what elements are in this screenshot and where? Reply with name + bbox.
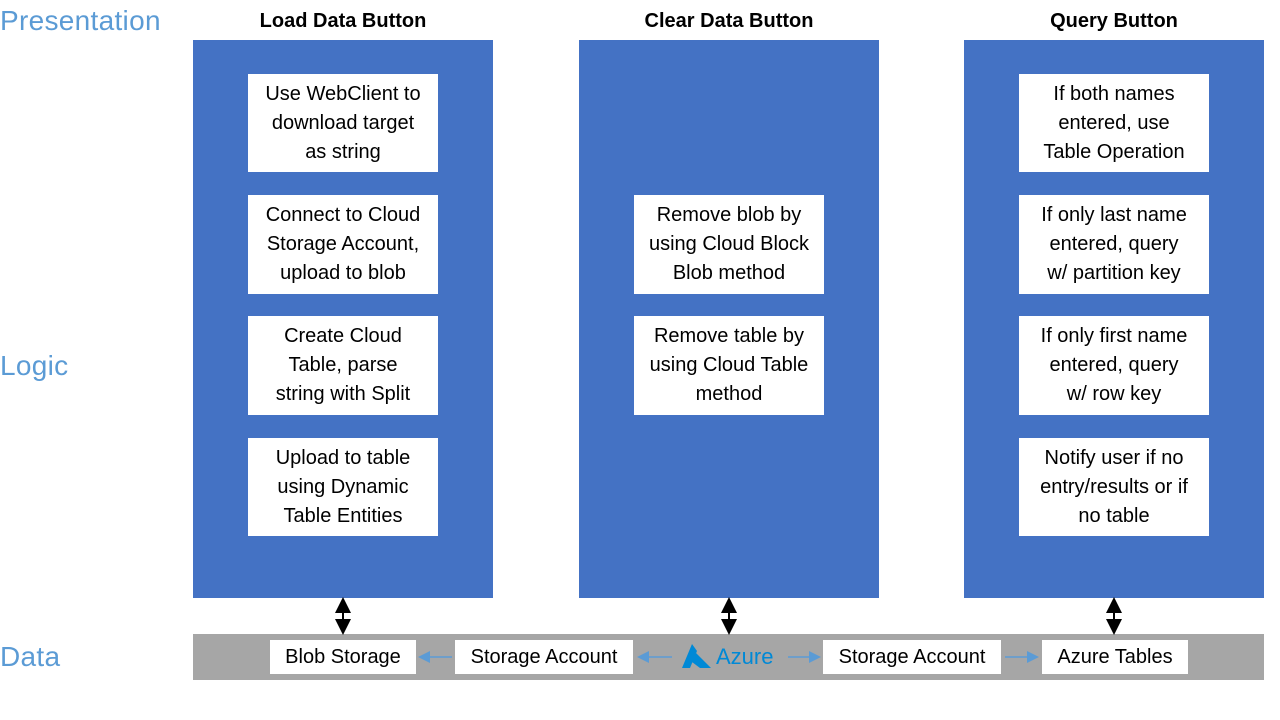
- query-step-4: Notify user if no entry/results or if no…: [1019, 438, 1209, 536]
- clear-data-column: Remove blob by using Cloud Block Blob me…: [579, 40, 879, 598]
- tier-label-data: Data: [0, 641, 61, 672]
- load-data-column: Use WebClient to download target as stri…: [193, 40, 493, 598]
- tier-label-logic: Logic: [0, 350, 69, 381]
- clear-data-button-title: Clear Data Button: [644, 10, 814, 32]
- blob-storage-box: Blob Storage: [270, 640, 416, 674]
- load-data-button-title: Load Data Button: [259, 10, 427, 32]
- load-step-4: Upload to table using Dynamic Table Enti…: [248, 438, 438, 536]
- query-step-1: If both names entered, use Table Operati…: [1019, 74, 1209, 172]
- load-step-1: Use WebClient to download target as stri…: [248, 74, 438, 172]
- storage-account-right-box: Storage Account: [823, 640, 1001, 674]
- azure-tables-box: Azure Tables: [1042, 640, 1188, 674]
- tier-label-presentation: Presentation: [0, 5, 161, 36]
- azure-logo-icon: [682, 644, 711, 668]
- storage-account-left-box: Storage Account: [455, 640, 633, 674]
- clear-step-1: Remove blob by using Cloud Block Blob me…: [634, 195, 824, 294]
- query-column: If both names entered, use Table Operati…: [964, 40, 1264, 598]
- query-step-3: If only first name entered, query w/ row…: [1019, 316, 1209, 415]
- azure-logo: Azure: [678, 642, 773, 672]
- query-step-2: If only last name entered, query w/ part…: [1019, 195, 1209, 294]
- query-button-title: Query Button: [1050, 10, 1178, 32]
- load-step-2: Connect to Cloud Storage Account, upload…: [248, 195, 438, 294]
- clear-step-2: Remove table by using Cloud Table method: [634, 316, 824, 415]
- load-step-3: Create Cloud Table, parse string with Sp…: [248, 316, 438, 415]
- azure-label: Azure: [716, 644, 774, 669]
